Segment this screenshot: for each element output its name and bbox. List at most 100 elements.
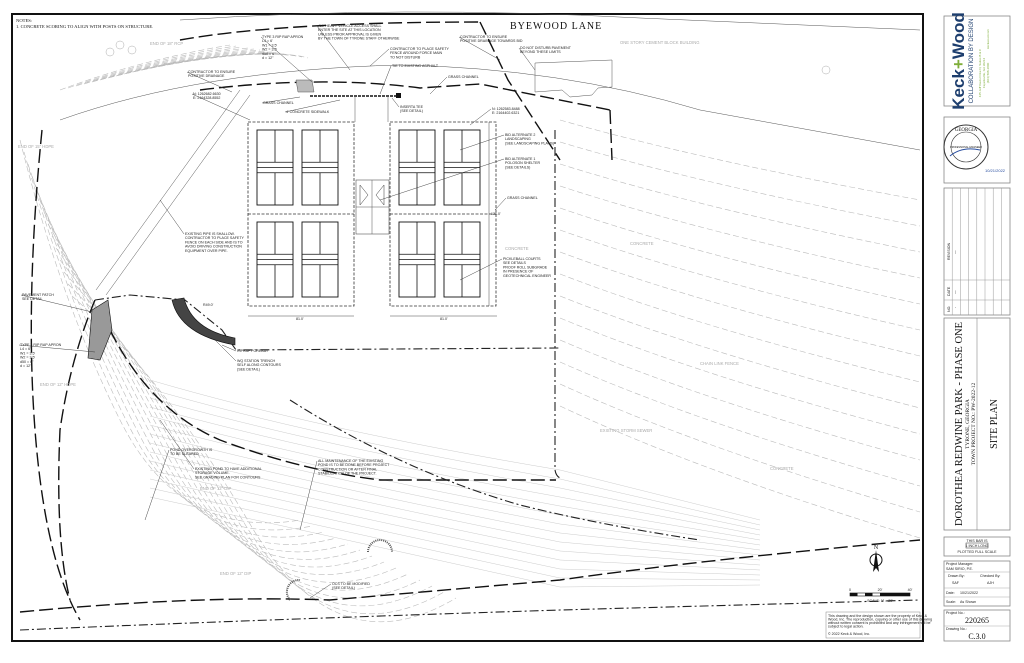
callout-text: CONTRACTOR TO PLACE SAFETY [185,236,245,240]
dim-court-width-right: 81.0' [440,317,448,321]
revision-header-revision: REVISION [947,242,951,260]
byewood-lane: BYEWOOD LANE [59,11,921,151]
callout-text: CONTRACTOR TO ENSURE [188,70,236,74]
callout-text: FENCE ON EACH SIDE AND IS TO [185,240,243,244]
callout-text: POND IS TO BE DONE BEFORE PROJECT [318,463,390,467]
callout-text: SEE GRADING PLAN FOR CONTOURS [195,475,261,479]
callout-text: GRASS CHANNEL [448,75,479,79]
leader-line [469,108,492,126]
callout-text: BID ALTERNATE 2 [505,133,535,137]
pm-label: Project Manager: [946,562,973,566]
pickleball-court [398,221,436,298]
callout-text: PROOF ROLL SUBGRADE [503,265,548,269]
drawing-no: C.3.0 [968,632,985,641]
drawing-no-label: Drawing No.: [946,627,967,631]
existing-label: CHAIN LINK FENCE [700,361,739,366]
pickleball-court [256,221,294,298]
town-project-no: TOWN PROJECT NO.: PW-2022-12 [971,382,977,465]
revision-text: — [953,250,957,254]
leader-line [316,25,351,71]
project-manager: SAM SIRIO, P.E. [946,567,973,571]
callout-text: (SEE LANDSCAPING PLANS) [505,141,554,145]
callout-text: GEOTECHNICAL ENGINEER [503,274,551,278]
callout-text: E: 2164328.8552 [193,96,220,100]
headwall [367,539,393,553]
road-name: BYEWOOD LANE [510,21,602,32]
callout-text: EQUIPMENT OVER PIPE. [185,249,228,253]
callout-text: W1 = 3.5' [20,351,35,355]
limits-of-disturbance [19,21,921,631]
callout-text: EXISTING POND TO HAVE ADDITIONAL [195,467,262,471]
callout-text: TYPE 3 RIP RAP APRON [262,35,304,39]
dim-court-width-left: 81.0' [296,317,304,321]
scale-value: As Shown [960,600,976,604]
existing-label: END OF 15" HDPE [18,144,54,149]
leader-line [186,71,233,93]
callout-text: STABILIZATION OF THE PROJECT. [318,472,377,476]
pickleball-court [301,129,339,206]
existing-label: CONCRETE [630,241,654,246]
callout-text: W2 = 3.5' [262,48,277,52]
existing-pipe [95,89,251,296]
callout-text: POSITIVE DRAINAGE TOWARDS BID [460,39,523,43]
existing-label: CONCRETE [505,246,529,251]
callout-text: (SEE DETAIL) [332,586,355,590]
dim-court-length: 121.0' [491,212,501,216]
sheet-title: SITE PLAN [989,399,1000,449]
scale-label: SCALE: 1" = 20' [867,599,893,603]
note-item: 1. CONCRETE SCORING TO ALIGN WITH POSTS … [16,24,153,29]
leader-line [309,583,332,599]
north-arrow: N [869,545,883,572]
callout-text: d50 = 6" [20,360,34,364]
callout-text: UNLESS PRIOR APPROVAL IS GIVEN [318,32,382,36]
callout-text: RIPRAP FOREBAY [237,349,269,353]
leader-line [459,134,505,151]
revision-table-grid [944,188,1010,315]
logo-web: keckwood.com [986,29,990,49]
callout: TIE TO EXISTING ASPHALT [379,64,439,95]
callout: 4' CONCRETE SIDEWALK [284,99,341,114]
leader-line [214,339,237,362]
callout-text: POSITIVE DRAINAGE [188,74,225,78]
existing-label: END OF 12" HDPE [40,382,76,387]
concrete-sidewalk [354,96,389,122]
callout-text: AVOID DRIVING CONSTRUCTION [185,245,242,249]
riprap-forebay [171,297,236,346]
callout-text: STORAGE VOLUME. [195,471,230,475]
callout-text: (SEE DETAIL) [237,367,260,371]
revision-header-date: DATE [947,286,951,296]
pickleball-court [398,129,436,206]
bar-note: PLOTTED FULL SCALE [957,550,997,554]
callout-text: (SEE DETAILS) [505,165,530,169]
svg-text:GEORGIA: GEORGIA [955,128,978,133]
bar-note: 1 INCH LONG [966,544,989,548]
callout-text: 4' CONCRETE SIDEWALK [286,110,330,114]
notes: NOTES: 1. CONCRETE SCORING TO ALIGN WITH… [16,18,153,29]
leader-line [221,344,237,352]
leader-line [260,36,313,83]
leader-line [261,96,301,104]
callout: OCS TO BE MODIFIED(SEE DETAIL) [309,582,370,599]
callout-text: CONSTRUCTION OR AFTER FINAL [318,467,377,471]
disclaimer: This drawing and the design shown are th… [825,611,932,639]
riprap-apron-top [295,79,315,93]
callout-text: E: 2164402.6321 [492,111,519,115]
project-number-box [943,609,1011,642]
leader-line [379,65,392,95]
scale-bar: 0 20' 40' SCALE: 1" = 20' [849,588,913,603]
project-no-label: Project No.: [946,611,965,615]
callout-text: DO NOT DISTURB PAVEMENT [520,46,572,50]
inserta-tee [396,93,401,98]
leader-line [159,199,185,235]
drawn-by: SAF [952,581,960,585]
leader-line [369,48,390,67]
callout-text: POND OVERGROWTH IS [170,448,213,452]
logo-phone: (404) 508-1800 [986,62,990,83]
